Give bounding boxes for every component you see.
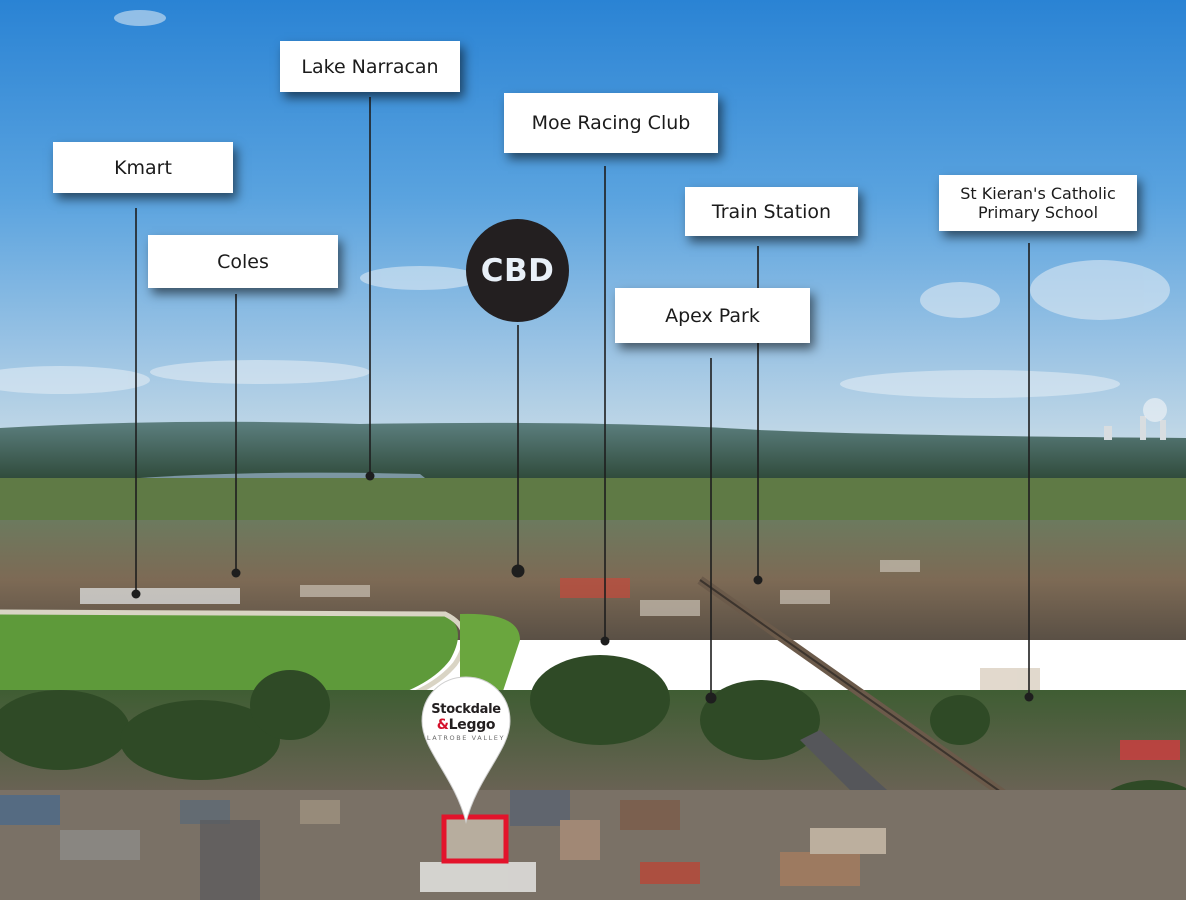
callout-apex-park: Apex Park — [615, 288, 810, 343]
callout-apex-park-label: Apex Park — [665, 304, 760, 327]
racetrack — [0, 610, 458, 716]
callout-train-station: Train Station — [685, 187, 858, 236]
house-roofs — [0, 740, 1180, 892]
pin-shape — [421, 676, 511, 824]
property-outline — [441, 814, 509, 864]
pin-brand-name: Leggo — [448, 717, 496, 733]
callout-kmart: Kmart — [53, 142, 233, 193]
pin-brand-line2: &Leggo — [420, 717, 512, 733]
callout-coles-label: Coles — [217, 250, 269, 273]
callout-lake-narracan: Lake Narracan — [280, 41, 460, 92]
location-pin: Stockdale &Leggo LATROBE VALLEY — [420, 676, 512, 826]
leader-dots — [131, 471, 1034, 704]
callout-coles: Coles — [148, 235, 338, 288]
callout-st-kierans-line2: Primary School — [977, 203, 1099, 222]
power-station — [1104, 398, 1167, 440]
pin-brand-line1: Stockdale — [431, 702, 501, 717]
clouds — [0, 10, 1170, 398]
distant-hills — [0, 421, 1186, 480]
callout-st-kierans-line1: St Kieran's Catholic — [960, 184, 1116, 203]
pin-brand-amp: & — [436, 717, 449, 733]
callout-moe-racing-club-label: Moe Racing Club — [531, 112, 691, 134]
callout-st-kierans: St Kieran's Catholic Primary School — [939, 175, 1137, 231]
road-foreground — [200, 820, 260, 900]
cbd-badge: CBD — [466, 219, 569, 322]
callout-train-station-label: Train Station — [711, 200, 832, 223]
callout-kmart-label: Kmart — [114, 156, 172, 179]
callout-lake-narracan-label: Lake Narracan — [301, 55, 439, 78]
callout-moe-racing-club: Moe Racing Club — [504, 93, 718, 153]
pin-brand-sub: LATROBE VALLEY — [426, 734, 506, 742]
cbd-badge-label: CBD — [480, 252, 555, 289]
